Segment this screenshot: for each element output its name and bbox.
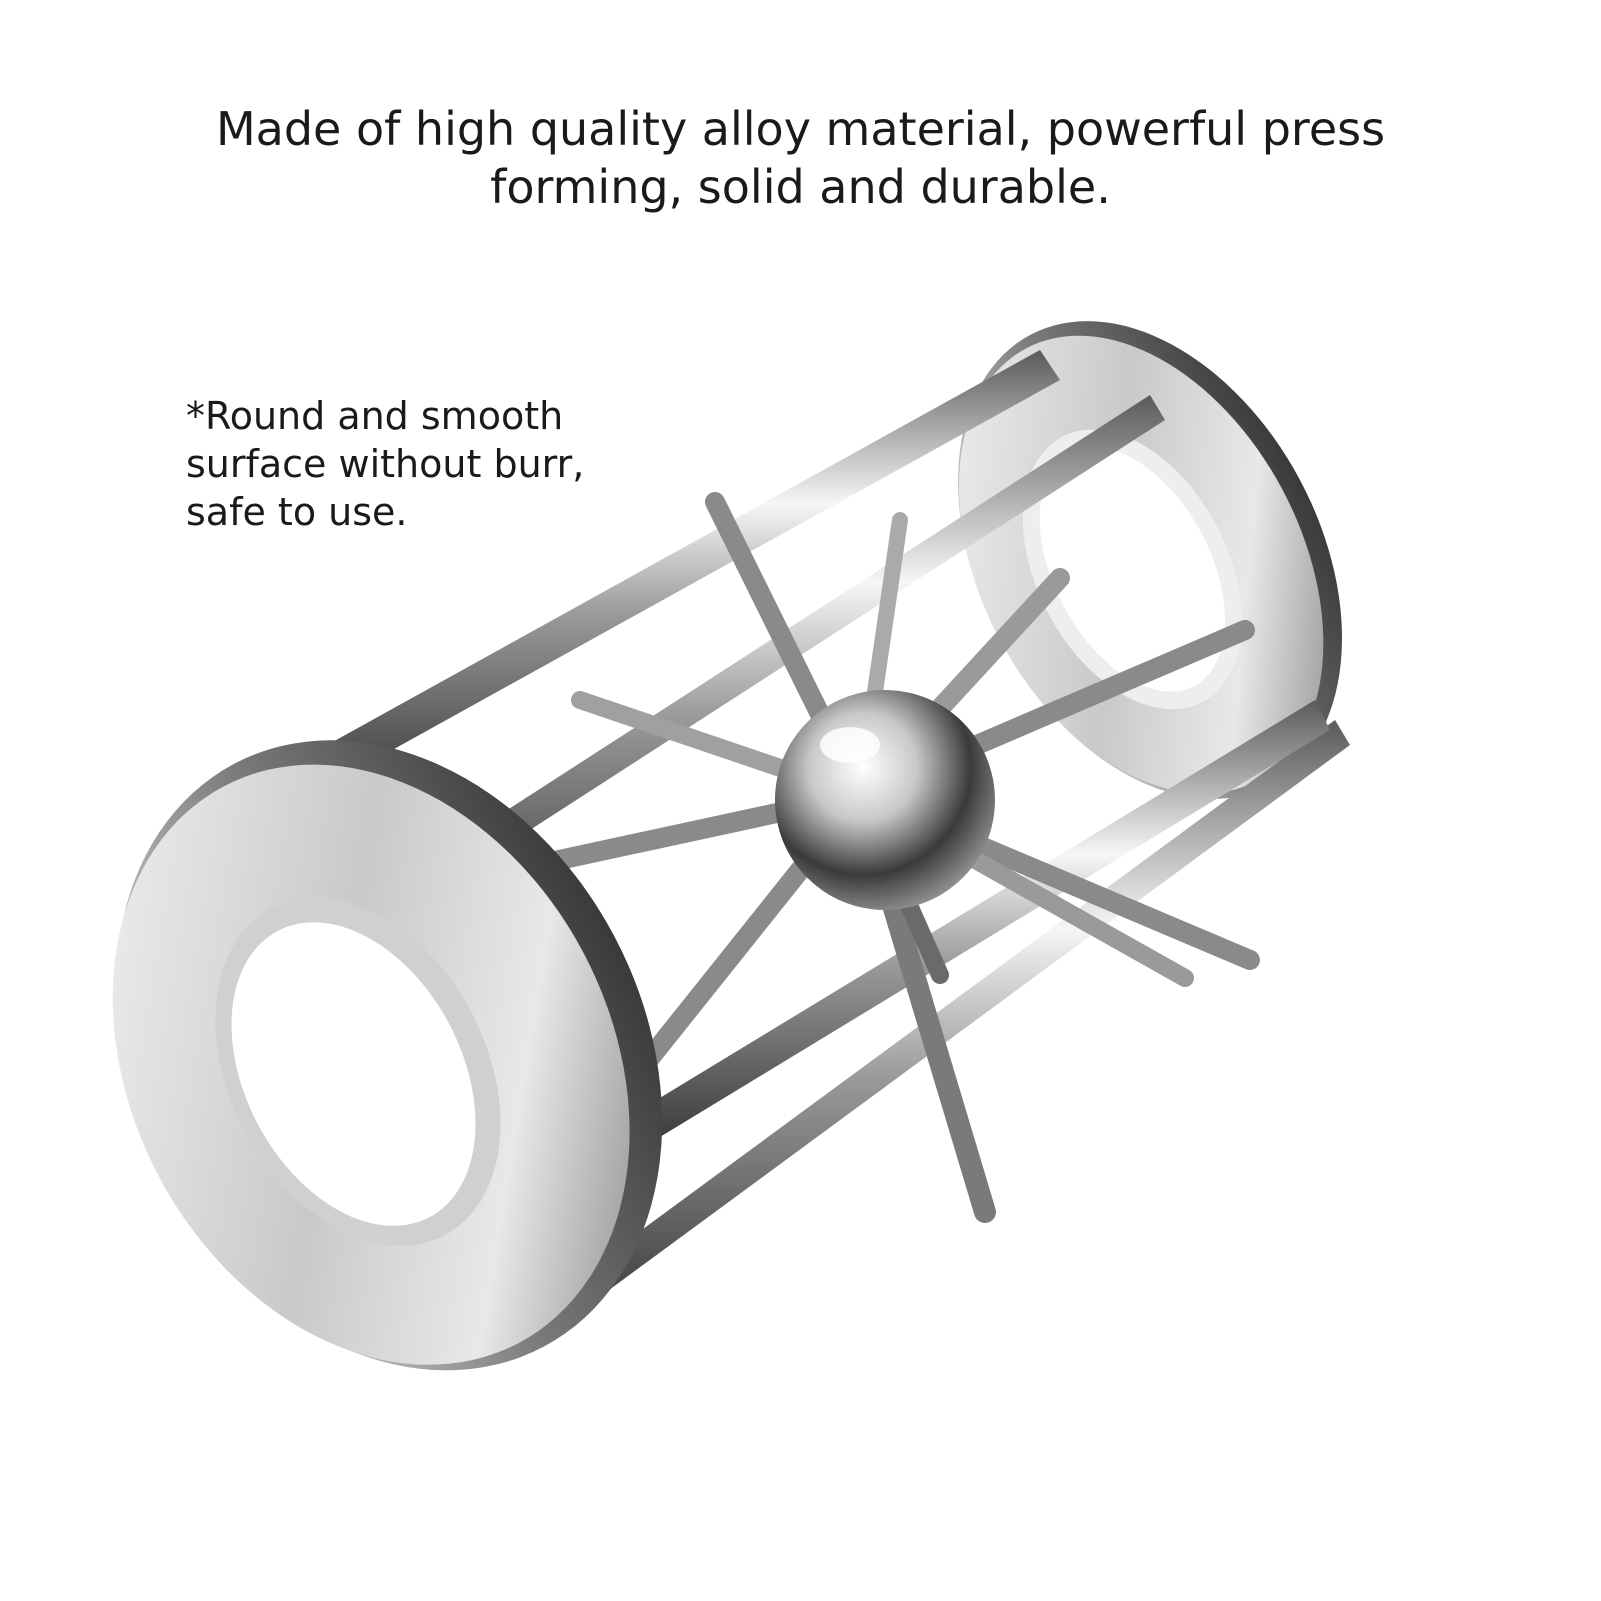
front-ring <box>112 740 663 1371</box>
headline-line-2: forming, solid and durable. <box>490 160 1111 214</box>
feature-line-2: surface without burr, <box>186 442 585 486</box>
cage-rods <box>300 350 1350 1315</box>
headline-line-1: Made of high quality alloy material, pow… <box>215 102 1386 156</box>
center-ball <box>775 690 995 910</box>
feature-line-3: safe to use. <box>186 490 408 534</box>
headline: Made of high quality alloy material, pow… <box>0 100 1601 216</box>
feature-callout: *Round and smooth surface without burr, … <box>186 392 646 536</box>
feature-line-1: *Round and smooth <box>186 394 564 438</box>
back-ring <box>958 321 1342 799</box>
